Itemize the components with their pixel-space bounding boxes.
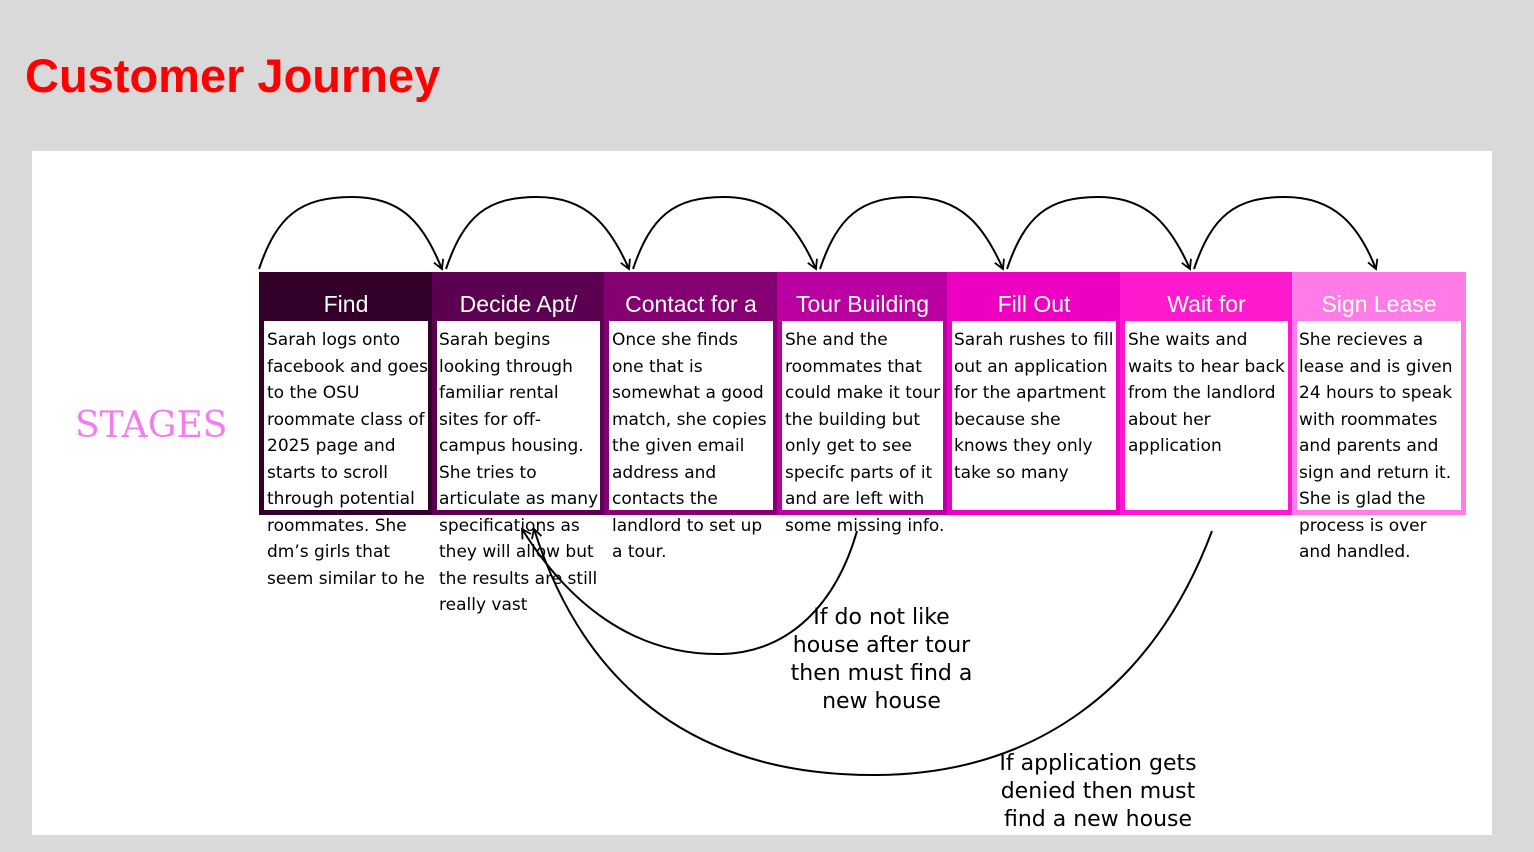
stage-description: Sarah rushes to fill out an application … <box>954 330 1114 483</box>
stage-sign-lease: Sign Lease <box>1292 272 1466 515</box>
stage-contact: Contact for a <box>604 272 778 515</box>
stage-card <box>609 321 773 510</box>
stage-heading: Sign Lease <box>1321 291 1437 317</box>
stage-card <box>952 321 1116 510</box>
stage-description: She and the roommates that could make it… <box>785 330 945 536</box>
flow-arrows <box>258 195 1379 777</box>
journey-panel: STAGES Find Decide Apt/ Contact for a To… <box>32 151 1492 835</box>
stage-fill-out: Fill Out <box>947 272 1121 515</box>
stage-heading: Fill Out <box>997 291 1071 317</box>
forward-arrow <box>445 195 631 271</box>
stage-heading: Find <box>323 291 369 317</box>
stage-card <box>782 321 943 510</box>
forward-arrow <box>1006 195 1192 271</box>
stage-tour-building: Tour Building <box>777 272 948 515</box>
loop-note-application: If application gets denied then must fin… <box>999 751 1197 832</box>
loop-back-arrow-application <box>531 527 1213 777</box>
stage-card <box>437 321 600 510</box>
stage-description: Sarah logs onto facebook and goes to the… <box>267 330 428 589</box>
loop-note-tour: If do not like house after tour then mus… <box>790 605 973 714</box>
stage-description: Once she finds one that is somewhat a go… <box>612 330 767 562</box>
stage-description: She waits and waits to hear back from th… <box>1128 330 1285 456</box>
stage-description: She recieves a lease and is given 24 hou… <box>1299 330 1453 562</box>
stage-heading: Wait for <box>1167 291 1246 317</box>
stage-card <box>1297 321 1461 510</box>
stage-heading: Tour Building <box>796 291 929 317</box>
stage-find: Find <box>259 272 433 515</box>
forward-arrow <box>1193 195 1379 271</box>
stages-row-label: STAGES <box>75 405 228 446</box>
forward-arrow <box>819 195 1005 271</box>
stage-card <box>1125 321 1288 510</box>
forward-arrow <box>258 195 445 271</box>
page-title: Customer Journey <box>25 49 441 102</box>
stage-wait-for: Wait for <box>1120 272 1293 515</box>
loop-back-arrow-tour <box>521 527 858 656</box>
stage-card <box>264 321 428 510</box>
forward-arrow <box>632 195 818 271</box>
stage-description: Sarah begins looking through familiar re… <box>439 330 599 615</box>
stage-heading: Contact for a <box>625 291 757 317</box>
stage-heading: Decide Apt/ <box>459 291 578 317</box>
stage-decide-apt: Decide Apt/ <box>432 272 605 515</box>
